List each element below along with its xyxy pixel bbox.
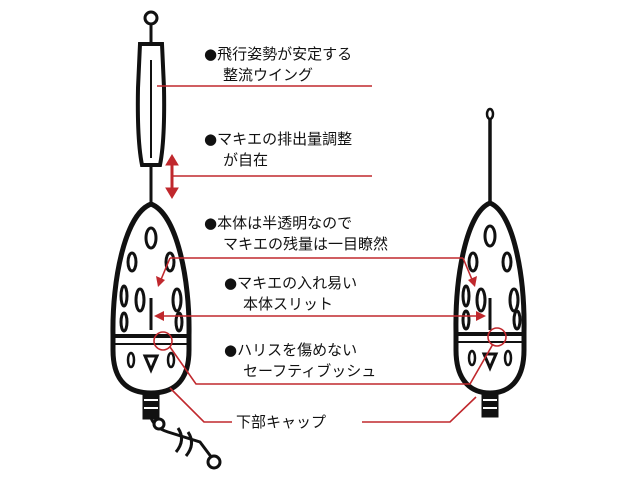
- wing-label-line2: 整流ウイング: [223, 66, 313, 84]
- slit-label-line1: ●マキエの入れ易い: [224, 274, 357, 292]
- bottom-connector: [142, 390, 160, 420]
- top-ring-icon: [143, 10, 159, 26]
- guard-callout-line: [169, 343, 494, 385]
- vent-hole: [461, 284, 471, 308]
- slit-label-backdrop: [222, 270, 418, 314]
- body-label-line1: ●本体は半透明なので: [204, 214, 352, 232]
- body-label-line2: マキエの残量は一目瞭然: [223, 235, 388, 253]
- vent-hole: [483, 224, 497, 248]
- bottom-connector: [481, 390, 499, 418]
- slit-label-line2: 本体スリット: [243, 295, 333, 313]
- wing-label-line1: ●飛行姿勢が安定する: [204, 45, 352, 63]
- vent-hole: [164, 251, 176, 273]
- cap-hole: [503, 349, 513, 367]
- guard-highlight-circle: [153, 331, 173, 351]
- vent-hole: [467, 251, 479, 273]
- cap-label: 下部キャップ: [236, 413, 326, 431]
- vent-hole: [475, 287, 487, 313]
- release-label-line1: ●マキエの排出量調整: [204, 130, 352, 148]
- vent-hole: [144, 226, 158, 250]
- vent-hole: [461, 309, 471, 331]
- vent-hole: [119, 311, 129, 333]
- vent-hole: [119, 284, 129, 308]
- vent-hole: [174, 311, 184, 333]
- cap-arrow-mark: [142, 354, 160, 374]
- cap-hole: [467, 349, 477, 367]
- release-label-line2: が自在: [223, 151, 268, 169]
- release-adjust-arrow: [165, 154, 179, 199]
- arrow-left-icon: [154, 311, 164, 321]
- arrow-down-icon: [165, 187, 179, 199]
- guard-label-line1: ●ハリスを傷めない: [224, 341, 357, 359]
- top-eye-icon: [485, 107, 495, 121]
- body-arrow-shaft: [462, 257, 474, 283]
- arrow-head-icon: [156, 276, 165, 287]
- arrow-head-icon: [468, 276, 477, 287]
- cap-label-backdrop: [232, 410, 362, 432]
- right-float: [453, 107, 527, 418]
- guard-label-line2: セーフティブッシュ: [243, 362, 376, 380]
- cap-arrow-mark: [481, 352, 499, 372]
- callout-arrowheads: [154, 276, 486, 321]
- vent-hole: [512, 309, 522, 331]
- body-label-backdrop: [202, 210, 442, 254]
- arrow-right-icon: [476, 311, 486, 321]
- vent-hole: [501, 251, 513, 273]
- line-break-mark: [174, 427, 193, 457]
- vent-hole: [171, 287, 183, 313]
- guard-label-backdrop: [222, 337, 418, 381]
- vent-hole: [134, 287, 146, 313]
- vent-hole: [508, 287, 520, 313]
- cap-hole: [126, 351, 136, 369]
- arrow-up-icon: [165, 154, 179, 166]
- swivel-icon: [152, 417, 166, 431]
- leader-ring-icon: [206, 454, 222, 470]
- vent-hole: [126, 251, 138, 273]
- body-arrow-shaft: [159, 257, 171, 283]
- labels: ●飛行姿勢が安定する 整流ウイング ●マキエの排出量調整 が自在 ●本体は半透明…: [202, 45, 442, 432]
- cap-hole: [166, 351, 176, 369]
- guard-highlight-circle: [487, 327, 507, 347]
